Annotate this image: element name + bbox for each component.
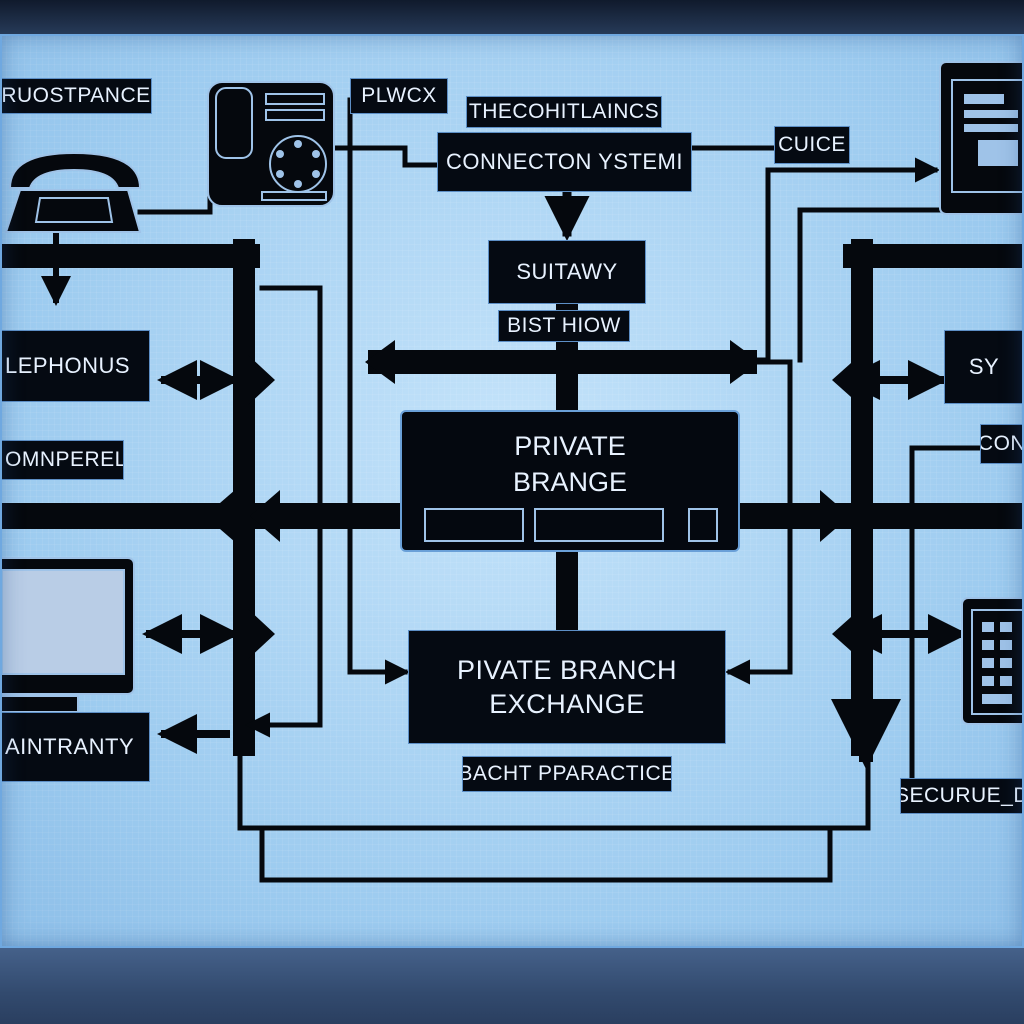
pbx-top-title: PRIVATE BRANGE bbox=[512, 431, 628, 497]
pbx-panel-a bbox=[424, 508, 524, 542]
bus-arrow-left-1 bbox=[250, 490, 280, 542]
screen-bottom-bezel bbox=[0, 948, 1024, 1024]
label-right-caption: CON bbox=[980, 424, 1024, 464]
bottom-inner-loop bbox=[259, 829, 833, 883]
label-top-center-caption: THECOHITLAINCS bbox=[466, 96, 662, 128]
left-bottom-box: AINTRANTY bbox=[0, 712, 150, 782]
label-top-mid-left: PLWCX bbox=[350, 78, 448, 114]
phone-wire bbox=[137, 97, 213, 215]
left-phone-box: LEPHONUS bbox=[0, 330, 150, 402]
right-trunk-arrow-2 bbox=[832, 609, 860, 659]
left-trunk-arrow-2 bbox=[248, 609, 275, 659]
label-left-mid-caption: OMNPEREL bbox=[0, 440, 124, 480]
private-branch-exchange-box: PIVATE BRANCH EXCHANGE bbox=[408, 630, 726, 744]
bottom-outer-loop bbox=[237, 742, 871, 831]
keypad-terminal-icon bbox=[961, 597, 1024, 725]
center-right-feeder bbox=[725, 359, 793, 685]
bus-arrow-left-2 bbox=[205, 490, 235, 542]
connection-system-box: CONNECTON YSTEMI bbox=[437, 132, 692, 192]
upper-bus-arrow-right bbox=[730, 340, 760, 384]
screen-top-bezel bbox=[0, 0, 1024, 34]
right-bottom-box: SECURUE_D bbox=[900, 778, 1024, 814]
computer-screen-icon bbox=[939, 61, 1024, 215]
pbx-panel-c bbox=[688, 508, 718, 542]
label-bottom-caption: BACHT PPARACTICE bbox=[462, 756, 672, 792]
upper-bus-arrow-left bbox=[365, 340, 395, 384]
telephone-keypad-icon bbox=[207, 81, 335, 207]
left-trunk-arrow bbox=[248, 355, 275, 405]
center-left-feeder bbox=[347, 97, 410, 685]
switch-box: SUITAWY bbox=[488, 240, 646, 304]
label-top-right: CUICE bbox=[774, 126, 850, 164]
left-inner-loop bbox=[245, 285, 323, 738]
pbx-panel-b bbox=[534, 508, 664, 542]
right-trunk-arrow bbox=[832, 355, 860, 405]
bus-arrow-right-1 bbox=[820, 490, 850, 542]
private-branch-box: PRIVATE BRANGE bbox=[400, 410, 740, 552]
cuice-to-monitor bbox=[765, 157, 940, 363]
desk-phone-icon bbox=[4, 151, 142, 233]
label-switch-caption: BIST HIOW bbox=[498, 310, 630, 342]
right-upper-link bbox=[747, 207, 943, 363]
keypad-wire bbox=[332, 145, 440, 168]
right-sy-box: SY bbox=[944, 330, 1024, 404]
label-top-left: RUOSTPANCE bbox=[0, 78, 152, 114]
monitor-icon bbox=[0, 557, 135, 713]
